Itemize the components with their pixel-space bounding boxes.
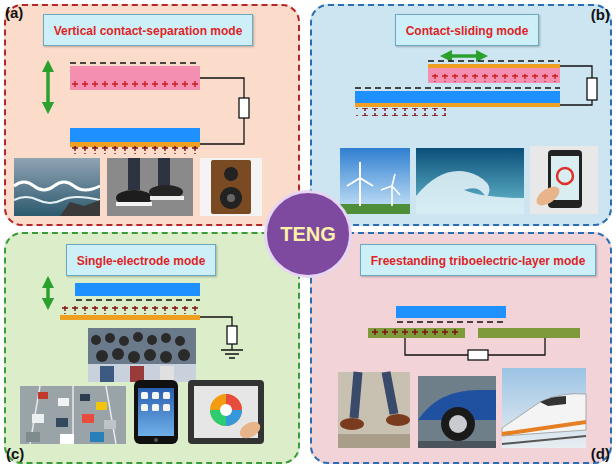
mode-title-box: Contact-sliding mode <box>395 14 540 46</box>
mode-title-box: Vertical contact-separation mode <box>43 14 254 46</box>
mode-title-text: Contact-sliding mode <box>406 24 529 38</box>
panel-letter: (b) <box>591 7 610 23</box>
mode-panel: (a) Vertical contact-separation mode <box>4 4 300 226</box>
mode-title-box: Freestanding triboelectric-layer mode <box>360 244 597 276</box>
freestanding-schematic <box>368 306 580 360</box>
teng-hub-circle: TENG <box>264 190 352 278</box>
speaker-photo <box>200 158 262 216</box>
panel-letter: (d) <box>591 446 610 462</box>
mode-title-text: Freestanding triboelectric-layer mode <box>371 254 586 268</box>
contact-sliding-schematic <box>355 56 597 116</box>
mode-title-text: Single-electrode mode <box>77 254 206 268</box>
traffic-photo <box>20 386 126 444</box>
ocean-wave-photo <box>416 148 524 214</box>
mode-title-box: Single-electrode mode <box>66 244 217 276</box>
car-wheel-photo <box>418 376 496 448</box>
mode-panel: (c) Single-electrode mode <box>4 232 300 464</box>
smartphone-photo <box>134 380 178 444</box>
crowd-photo <box>88 328 196 382</box>
panel-grounds <box>4 4 612 464</box>
train-photo <box>502 368 586 448</box>
panel-letter: (a) <box>5 5 23 21</box>
mode-panel: (d) Freestanding triboelectric-layer mode <box>310 232 612 464</box>
contact-separation-schematic <box>48 63 249 154</box>
mode-panel: (b) Contact-sliding mode <box>310 4 612 226</box>
tablet-photo <box>188 380 264 444</box>
wind-turbine-photo <box>340 148 410 214</box>
hub-label: TENG <box>280 223 336 246</box>
sea-wave-photo <box>14 158 100 216</box>
walking-photo <box>338 372 410 448</box>
walking-shoes-photo <box>107 158 193 216</box>
mode-title-text: Vertical contact-separation mode <box>54 24 243 38</box>
panel-letter: (c) <box>6 446 24 462</box>
touch-phone-photo <box>530 146 598 214</box>
